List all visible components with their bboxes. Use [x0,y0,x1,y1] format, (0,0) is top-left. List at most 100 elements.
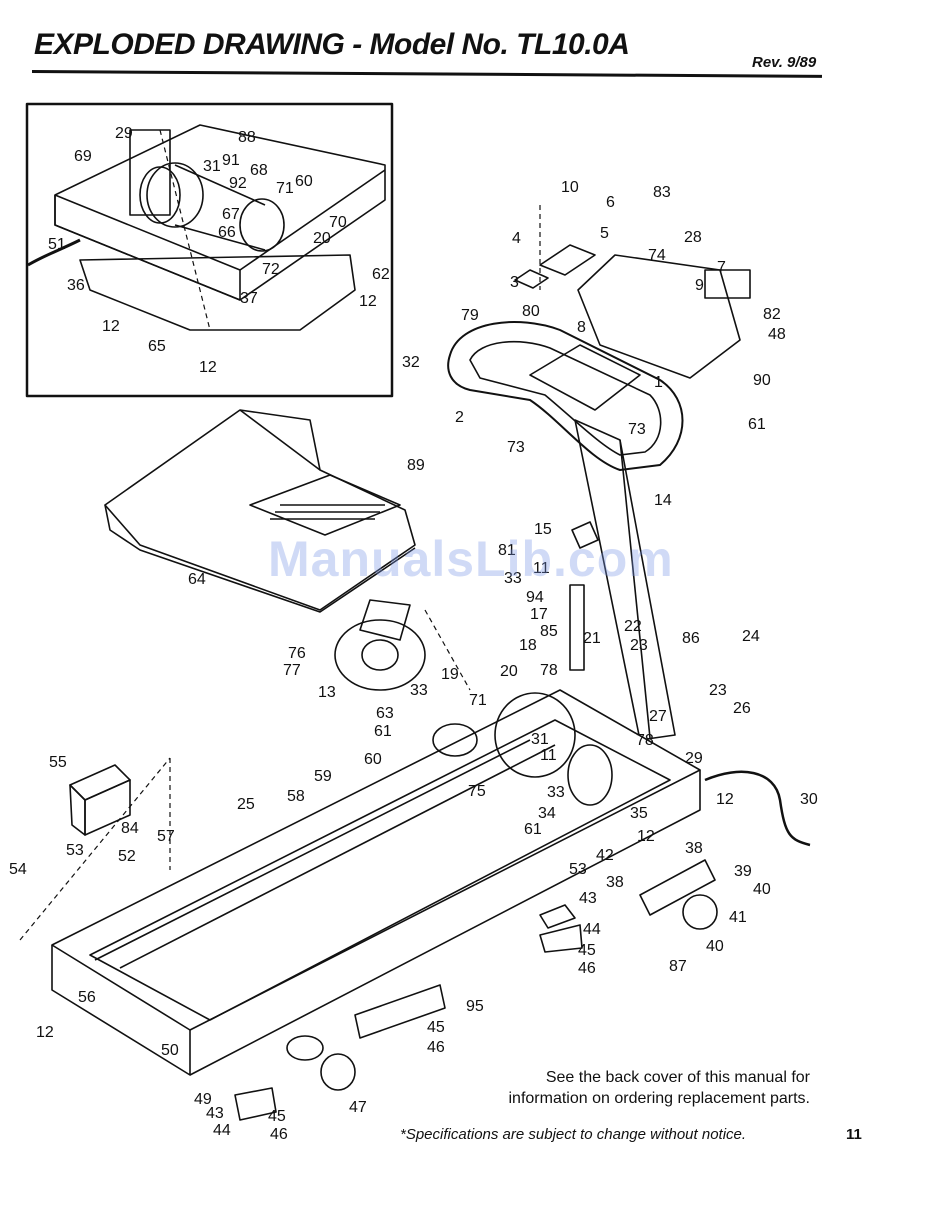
callout: 15 [534,521,552,538]
motor-hood [104,409,416,613]
callout: 44 [213,1122,231,1139]
callout: 39 [734,863,752,880]
callout: 73 [628,421,646,438]
callout: 12 [102,318,120,335]
callout: 12 [359,293,377,310]
page-title: EXPLODED DRAWING - Model No. TL10.0A [34,28,630,61]
callout: 75 [468,783,486,800]
callout: 7 [717,259,726,276]
callout: 13 [318,684,336,701]
callout: 12 [716,791,734,808]
callout: 66 [218,224,236,241]
callout: 36 [67,277,85,294]
callout: 78 [540,662,558,679]
incline-cylinder [569,521,599,671]
callout: 69 [74,148,92,165]
callout: 80 [522,303,540,320]
callout: 38 [685,840,703,857]
flywheel [334,599,426,691]
callout: 29 [115,125,133,142]
callout: 45 [578,942,596,959]
callout: 63 [376,705,394,722]
callout: 32 [402,354,420,371]
callout: 12 [36,1024,54,1041]
callout: 19 [441,666,459,683]
callout: 94 [526,589,544,606]
callout: 54 [9,861,27,878]
callout: 57 [157,828,175,845]
callout: 83 [653,184,671,201]
callout: 22 [624,618,642,635]
callout: 82 [763,306,781,323]
callout: 49 [194,1091,212,1108]
callout: 55 [49,754,67,771]
callout: 20 [500,663,518,680]
note-line-1: See the back cover of this manual for [545,1069,810,1086]
callout: 3 [510,274,519,291]
callout: 59 [314,768,332,785]
callout: 78 [636,732,654,749]
callout: 51 [48,236,66,253]
callout: 50 [161,1042,179,1059]
callout: 43 [579,890,597,907]
callout: 18 [519,637,537,654]
callout: 41 [729,909,747,926]
callout: 30 [800,791,818,808]
callout: 1 [654,374,663,391]
callout: 86 [682,630,700,647]
callout: 85 [540,623,558,640]
callout: 68 [250,162,268,179]
console [514,244,751,379]
callout: 40 [706,938,724,955]
inset-frame [25,102,394,398]
note-line-2: information on ordering replacement part… [508,1090,811,1107]
callout: 45 [427,1019,445,1036]
revision-label: Rev. 9/89 [752,54,817,71]
callout: 23 [709,682,727,699]
callout: 37 [240,290,258,307]
treadmill-frame [51,689,701,1076]
callout: 6 [606,194,615,211]
callout: 40 [753,881,771,898]
callout: 25 [237,796,255,813]
callout: 89 [407,457,425,474]
callout: 60 [364,751,382,768]
callout: 12 [199,359,217,376]
callout: 9 [695,277,704,294]
callout: 84 [121,820,139,837]
callout: 70 [329,214,347,231]
callout: 26 [733,700,751,717]
callout: 11 [533,560,550,577]
callout: 43 [206,1105,224,1122]
callout: 46 [427,1039,445,1056]
callout: 28 [684,229,702,246]
callout: 33 [547,784,565,801]
callout: 8 [577,319,586,336]
callout: 61 [748,416,766,433]
callout: 20 [313,230,331,247]
callout: 24 [742,628,760,645]
callout: 14 [654,492,672,509]
callout: 65 [148,338,166,355]
callout: 46 [270,1126,288,1143]
callout: 90 [753,372,771,389]
callout: 31 [531,731,549,748]
callout: 88 [238,129,256,146]
callout: 33 [504,570,522,587]
callout: 77 [283,662,301,679]
back-cover-note: See the back cover of this manual for in… [470,1067,811,1109]
callout: 60 [295,173,313,190]
callout: 11 [540,747,557,764]
callout: 87 [669,958,687,975]
callout: 47 [349,1099,367,1116]
callout: 74 [648,247,666,264]
callout: 67 [222,206,240,223]
callout: 17 [530,606,548,623]
callout: 62 [372,266,390,283]
callout: 23 [630,637,648,654]
callout: 48 [768,326,786,343]
callout: 76 [288,645,306,662]
callout: 95 [466,998,484,1015]
inset-motor-frame [27,124,386,331]
callout-labels: 29 88 69 31 91 92 68 71 60 70 67 66 20 5… [9,125,818,1143]
